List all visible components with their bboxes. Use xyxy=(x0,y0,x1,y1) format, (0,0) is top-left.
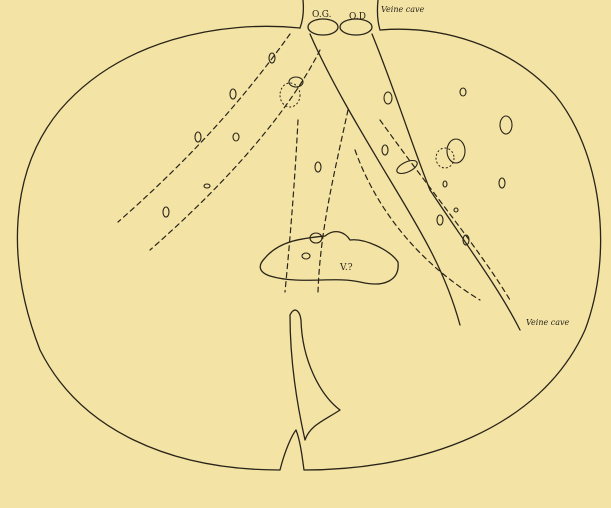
label-vena-cava-top: Veine cave xyxy=(381,5,425,14)
label-ventricle: V.? xyxy=(339,263,353,273)
label-right-atrium: O.D xyxy=(349,12,366,22)
label-vena-cava-bottom: Veine cave xyxy=(526,318,570,327)
label-left-atrium: O.G. xyxy=(312,10,332,20)
